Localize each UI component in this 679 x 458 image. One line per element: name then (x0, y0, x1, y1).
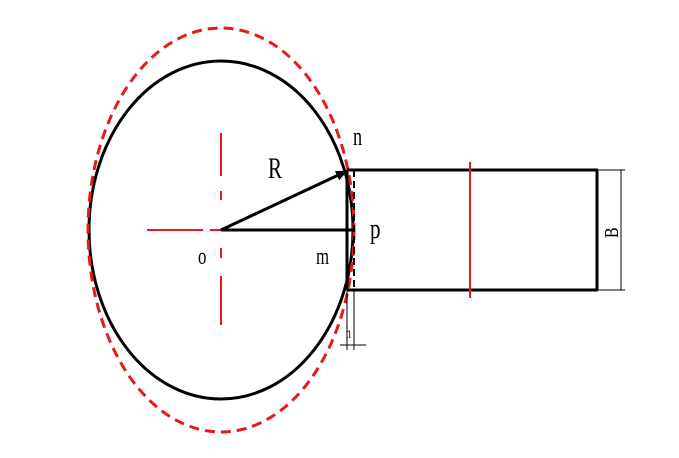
label-o: o (198, 244, 206, 269)
label-m: m (316, 244, 329, 269)
label-p: p (370, 214, 381, 245)
label-h: h (346, 323, 351, 341)
label-n: n (353, 122, 362, 151)
radius-arrow (220, 169, 348, 232)
label-b: B (600, 227, 622, 238)
label-r: R (268, 151, 283, 185)
